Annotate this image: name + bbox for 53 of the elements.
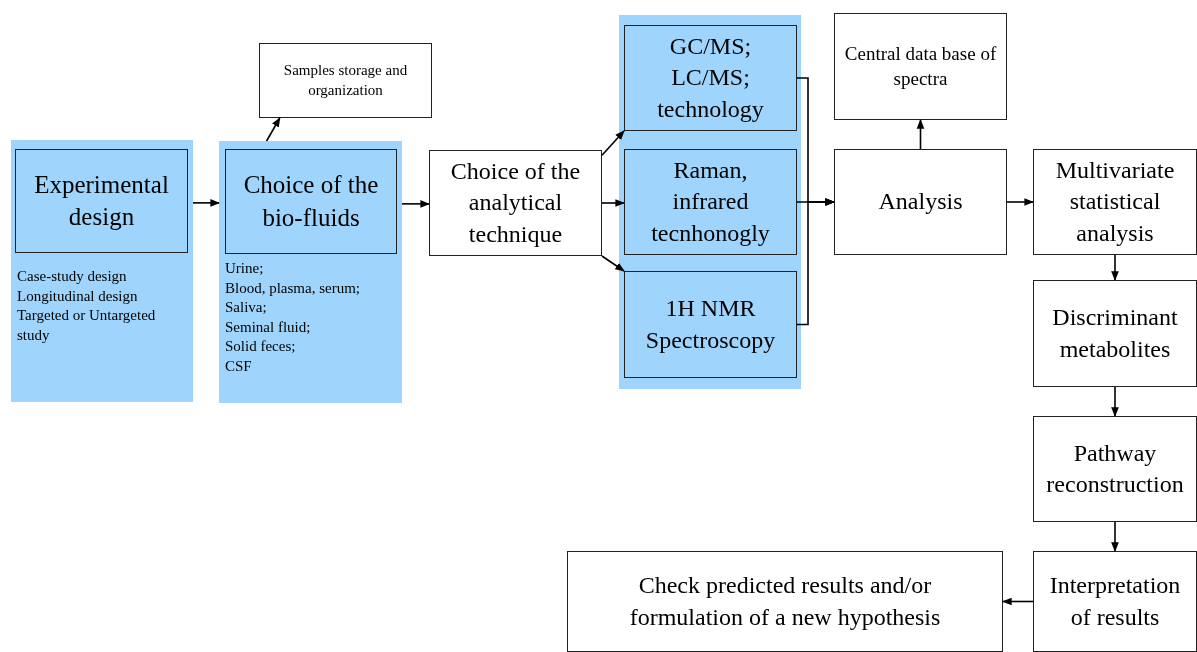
list-item: Seminal fluid; xyxy=(225,317,312,337)
group-panel xyxy=(619,15,801,389)
arrow xyxy=(1006,198,1034,206)
box-label: Samples storage and organization xyxy=(282,61,409,100)
process-box xyxy=(225,149,397,254)
process-box xyxy=(15,149,188,253)
arrow xyxy=(601,255,625,272)
list-item: Blood, plasma, serum; xyxy=(225,278,361,298)
arrow xyxy=(401,200,430,208)
arrow xyxy=(1111,521,1119,552)
list-item: Saliva; xyxy=(225,298,268,317)
list-item: Case-study design xyxy=(17,267,128,286)
process-box xyxy=(624,149,797,255)
arrow xyxy=(1002,597,1034,606)
process-box xyxy=(834,13,1007,120)
box-label: Discriminant metabolites xyxy=(1051,303,1179,364)
box-label: Choice of the bio-fluids xyxy=(242,170,380,233)
group-panel xyxy=(11,140,193,402)
arrow xyxy=(1111,386,1119,417)
process-box xyxy=(429,150,602,256)
arrow xyxy=(265,117,281,142)
arrow xyxy=(192,199,220,207)
process-box xyxy=(1033,149,1197,255)
box-label: 1H NMR Spectroscopy xyxy=(645,294,776,355)
process-box xyxy=(1033,416,1197,522)
process-box xyxy=(1033,551,1197,652)
box-label: Check predicted results and/or formulation of a new hypothesis xyxy=(628,571,942,632)
list-item: Solid feces; xyxy=(225,337,297,356)
list-item: Urine; xyxy=(225,259,265,278)
list-item: CSF xyxy=(225,356,253,376)
list-item: Longitudinal design xyxy=(17,286,139,306)
arrow xyxy=(601,130,625,157)
group-panel xyxy=(219,141,402,403)
process-box xyxy=(624,271,797,378)
arrow xyxy=(1111,254,1119,281)
box-label: Analysis xyxy=(878,187,963,217)
process-box xyxy=(259,43,432,118)
list-item: Targeted or Untargeted study xyxy=(17,306,157,345)
box-label: GC/MS; LC/MS; technology xyxy=(656,32,765,124)
box-label: Central data base of spectra xyxy=(843,41,998,91)
box-label: Experimental design xyxy=(33,169,170,232)
arrow xyxy=(916,119,925,150)
arrow xyxy=(601,199,625,207)
box-label: Pathway reconstruction xyxy=(1045,438,1185,499)
box-label: Multivariate statistical analysis xyxy=(1054,156,1176,248)
box-label: Interpretation of results xyxy=(1048,571,1182,632)
box-label: Choice of the analytical technique xyxy=(449,157,582,249)
arrow xyxy=(796,198,835,326)
process-box xyxy=(567,551,1003,652)
process-box xyxy=(834,149,1007,255)
process-box xyxy=(624,25,797,131)
process-box xyxy=(1033,280,1197,387)
box-label: Raman, infrared tecnhonogly xyxy=(650,156,771,248)
